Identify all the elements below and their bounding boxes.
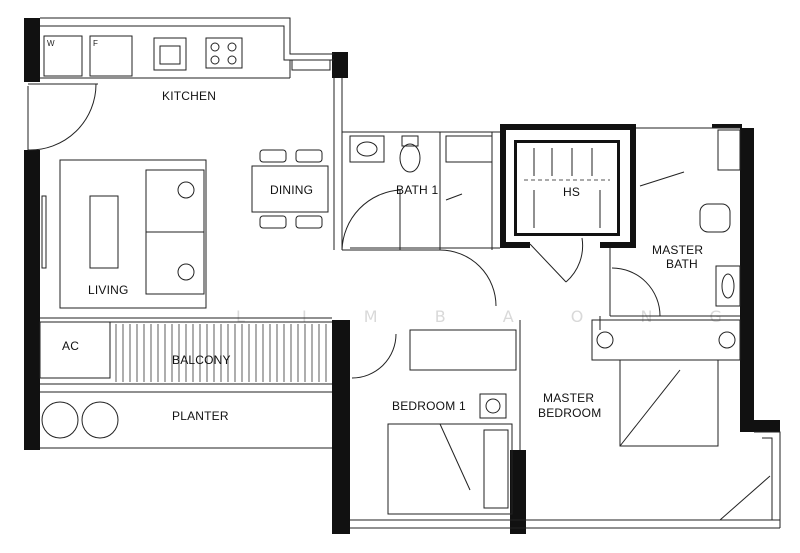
kitchen-label: KITCHEN [162, 89, 216, 103]
headboard-icon [591, 319, 741, 361]
fridge-label: F [93, 39, 98, 48]
master-bedside-icon [596, 331, 614, 349]
bath1-fixtures [341, 135, 463, 251]
room-labels: KITCHEN DINING LIVING BATH 1 HS MASTER B… [62, 89, 703, 423]
master-toilet-icon [699, 203, 731, 233]
coffee-table-icon [89, 195, 119, 269]
bath1-label: BATH 1 [396, 183, 438, 197]
structural-walls [24, 18, 780, 534]
hs-label: HS [563, 185, 580, 199]
balcony-label: BALCONY [172, 353, 231, 367]
kitchen-sink-icon [153, 37, 187, 71]
bedside-table-icon [479, 393, 507, 419]
ac-label: AC [62, 339, 79, 353]
corridor-door-icon [439, 249, 497, 307]
master-bedroom-label-line2: BEDROOM [538, 406, 601, 420]
balcony-area [39, 321, 332, 439]
master-bedside-icon [718, 331, 736, 349]
master-bedroom-furniture [591, 319, 741, 447]
washer-icon [43, 35, 83, 77]
master-bath-label-line1: MASTER [652, 243, 703, 257]
master-bedroom-label-line1: MASTER [543, 391, 594, 405]
planter-label: PLANTER [172, 409, 229, 423]
master-bath-label-line2: BATH [666, 257, 698, 271]
ac-ledge [39, 321, 111, 379]
master-basin-icon [715, 265, 741, 307]
dining-label: DINING [270, 183, 313, 197]
pillow-icon [483, 429, 509, 509]
toilet-icon [399, 143, 421, 173]
cooktop-icon [205, 37, 243, 69]
master-shower-door-icon [639, 171, 685, 187]
bath1-door-icon [341, 189, 401, 251]
plant-icon [81, 401, 119, 439]
dining-table-icon [251, 149, 329, 229]
living-label: LIVING [88, 283, 129, 297]
thin-walls [40, 17, 781, 529]
bedroom1-label: BEDROOM 1 [392, 399, 466, 413]
master-bed-icon [619, 359, 719, 447]
wardrobe-icon [409, 329, 517, 371]
washer-label: W [47, 39, 55, 48]
cushion-icon [177, 181, 195, 199]
bedroom1-furniture [351, 249, 517, 515]
shower-door-icon [445, 193, 463, 201]
cushion-icon [177, 263, 195, 281]
basin-icon [349, 135, 385, 163]
fridge-icon [89, 35, 133, 77]
balcony-decking [115, 324, 327, 382]
bedroom1-door-icon [351, 333, 397, 379]
tv-icon [41, 195, 47, 269]
master-bath-door-icon [611, 267, 661, 317]
rug-icon [59, 159, 207, 309]
entrance-door-icon [27, 83, 98, 151]
bed-icon [387, 423, 513, 515]
hs-door-icon [529, 243, 567, 283]
plant-icon [41, 401, 79, 439]
kitchen-appliances: W F [43, 35, 331, 77]
living-furniture [41, 159, 207, 309]
master-bath-fixtures [611, 171, 741, 317]
hs-fixtures [524, 148, 610, 283]
